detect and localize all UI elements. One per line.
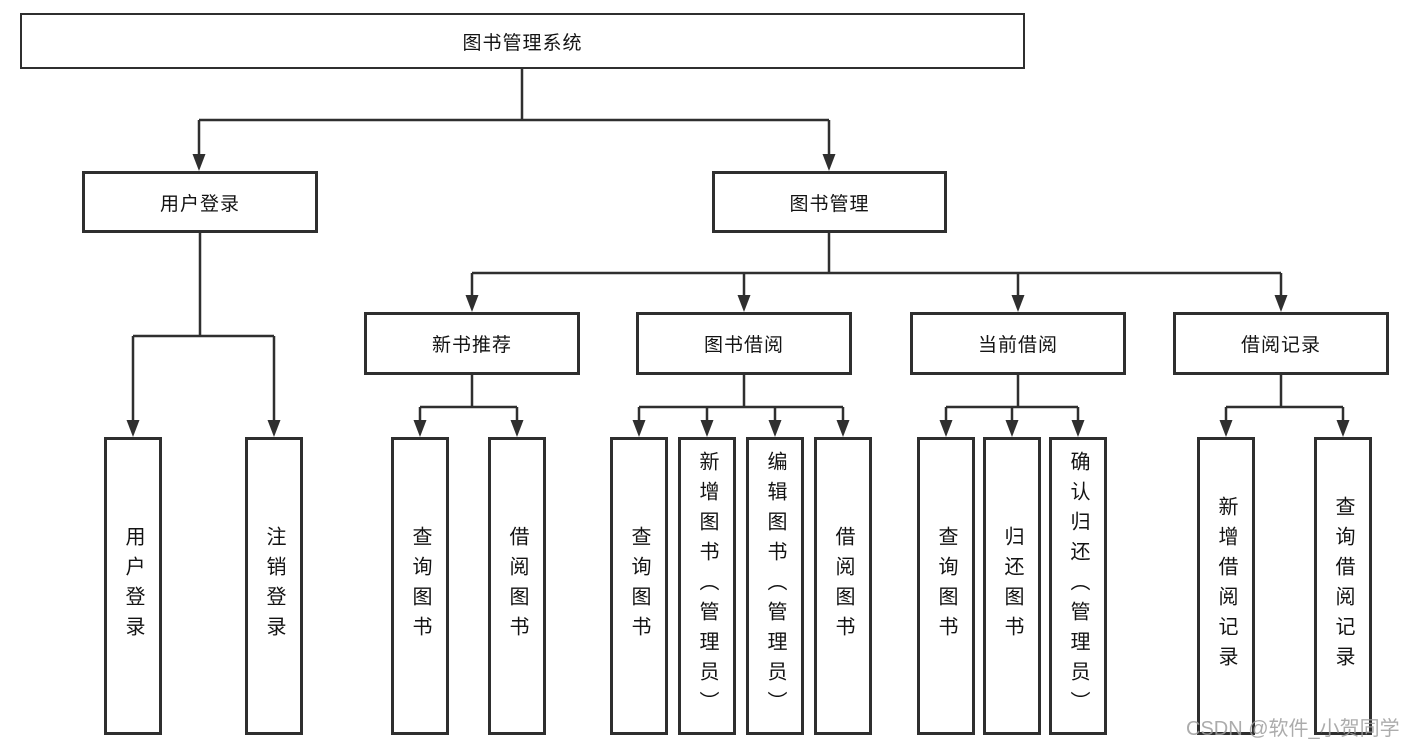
node-book-management-label: 图书管理 (789, 193, 870, 215)
leaf-query-borrow-record-label: 查询借阅记录 (1332, 496, 1354, 676)
leaf-edit-books-admin: 编辑图书（管理员） (746, 437, 804, 735)
leaf-add-borrow-record: 新增借阅记录 (1197, 437, 1255, 735)
connector-book-management-to-level3 (470, 233, 1283, 298)
leaf-add-borrow-record-label: 新增借阅记录 (1215, 496, 1237, 676)
connector-borrow-records-to-children (1224, 375, 1345, 423)
leaf-query-books-recommend-label: 查询图书 (409, 526, 431, 646)
leaf-return-books: 归还图书 (983, 437, 1041, 735)
leaf-query-books-current-label: 查询图书 (935, 526, 957, 646)
leaf-logout-label: 注销登录 (263, 526, 285, 646)
leaf-borrow-books-recommend-label: 借阅图书 (506, 526, 528, 646)
leaf-logout: 注销登录 (245, 437, 303, 735)
node-user-login-label: 用户登录 (159, 193, 240, 215)
node-root-system: 图书管理系统 (20, 13, 1025, 69)
leaf-add-books-admin: 新增图书（管理员） (678, 437, 736, 735)
leaf-confirm-return-admin-label: 确认归还（管理员） (1067, 451, 1089, 721)
node-borrow-records-label: 借阅记录 (1240, 335, 1321, 356)
leaf-query-books-current: 查询图书 (917, 437, 975, 735)
leaf-return-books-label: 归还图书 (1001, 526, 1023, 646)
node-new-book-recommend: 新书推荐 (364, 312, 580, 375)
node-current-borrow: 当前借阅 (910, 312, 1126, 375)
leaf-query-books-borrow-label: 查询图书 (628, 526, 650, 646)
node-book-borrow-label: 图书借阅 (703, 335, 784, 356)
connector-user-login-to-children (131, 233, 276, 422)
leaf-borrow-books: 借阅图书 (814, 437, 872, 735)
node-root-label: 图书管理系统 (462, 32, 583, 54)
leaf-query-books-recommend: 查询图书 (391, 437, 449, 735)
arrowheads (126, 154, 1350, 437)
connector-root-to-level2 (197, 69, 831, 157)
leaf-edit-books-admin-label: 编辑图书（管理员） (764, 451, 786, 721)
node-current-borrow-label: 当前借阅 (977, 335, 1058, 356)
node-new-book-recommend-label: 新书推荐 (431, 335, 512, 356)
node-book-management: 图书管理 (712, 171, 947, 233)
leaf-borrow-books-label: 借阅图书 (832, 526, 854, 646)
connector-current-borrow-to-children (944, 375, 1080, 423)
leaf-confirm-return-admin: 确认归还（管理员） (1049, 437, 1107, 735)
node-book-borrow: 图书借阅 (636, 312, 852, 375)
leaf-add-books-admin-label: 新增图书（管理员） (696, 451, 718, 721)
node-user-login: 用户登录 (82, 171, 318, 233)
connector-new-book-to-children (418, 375, 519, 423)
watermark: CSDN @软件_小贺同学 (1186, 718, 1400, 740)
leaf-query-books-borrow: 查询图书 (610, 437, 668, 735)
leaf-query-borrow-record: 查询借阅记录 (1314, 437, 1372, 735)
leaf-user-login: 用户登录 (104, 437, 162, 735)
connector-book-borrow-to-children (637, 375, 845, 423)
leaf-borrow-books-recommend: 借阅图书 (488, 437, 546, 735)
leaf-user-login-label: 用户登录 (122, 526, 144, 646)
node-borrow-records: 借阅记录 (1173, 312, 1389, 375)
